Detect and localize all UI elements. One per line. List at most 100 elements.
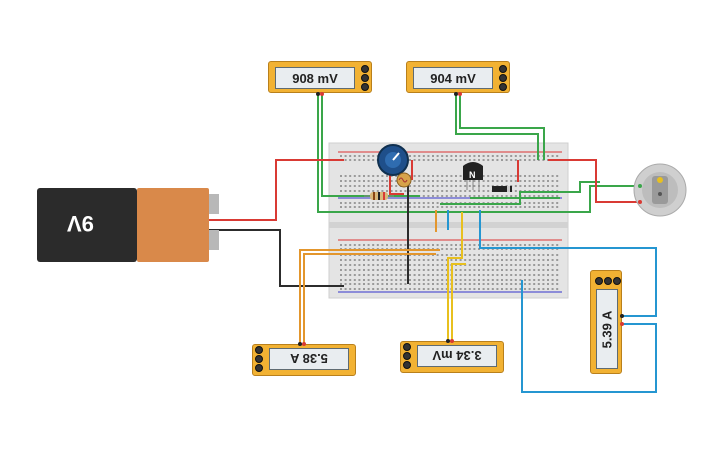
breadboard-hole: [473, 279, 476, 281]
breadboard-hole: [353, 185, 356, 187]
transistor-icon[interactable]: N: [463, 162, 483, 190]
multimeter-right[interactable]: 5.39 A: [590, 270, 622, 374]
breadboard-hole: [542, 254, 545, 256]
orange-wires[interactable]: [299, 210, 440, 346]
breadboard-hole: [505, 155, 508, 157]
breadboard-hole: [551, 288, 554, 290]
breadboard-hole: [372, 283, 375, 285]
breadboard-hole: [427, 288, 430, 290]
breadboard-hole: [399, 202, 402, 204]
breadboard-hole: [372, 180, 375, 182]
breadboard-hole: [464, 185, 467, 187]
breadboard-hole: [464, 180, 467, 182]
breadboard-hole: [482, 274, 485, 276]
breadboard-hole: [533, 202, 536, 204]
breadboard-hole: [413, 288, 416, 290]
breadboard-hole: [505, 259, 508, 261]
breadboard-hole: [367, 190, 370, 192]
breadboard-hole: [409, 185, 411, 187]
diode-icon[interactable]: [492, 186, 512, 192]
breadboard-hole: [491, 244, 494, 246]
breadboard-hole: [399, 269, 402, 271]
breadboard-hole: [422, 159, 425, 161]
meter-knob-icon: [499, 65, 507, 73]
breadboard-hole: [349, 159, 352, 161]
breadboard-hole: [432, 180, 434, 182]
breadboard-hole: [487, 264, 490, 266]
breadboard-hole: [409, 264, 411, 266]
battery-9v[interactable]: 9V: [37, 188, 219, 262]
breadboard-hole: [514, 175, 517, 177]
breadboard-hole: [459, 155, 462, 157]
breadboard-hole: [413, 274, 416, 276]
breadboard-hole: [340, 264, 342, 266]
breadboard-hole: [510, 175, 513, 177]
multimeter-bottom-mid[interactable]: 3.34 mV: [400, 341, 504, 373]
breadboard-hole: [491, 283, 494, 285]
breadboard-hole: [381, 190, 384, 192]
breadboard-hole: [422, 269, 425, 271]
breadboard-hole: [455, 159, 457, 161]
resistor-icon[interactable]: [364, 192, 394, 200]
breadboard-hole: [487, 159, 490, 161]
breadboard-hole: [432, 195, 434, 197]
breadboard-hole: [376, 202, 379, 204]
breadboard-hole: [468, 244, 471, 246]
breadboard-hole: [395, 264, 398, 266]
breadboard-hole: [349, 175, 352, 177]
multimeter-bottom-left[interactable]: 5.38 A: [252, 344, 356, 376]
potentiometer-icon[interactable]: [377, 144, 409, 176]
breadboard-hole: [455, 283, 457, 285]
breadboard-hole: [344, 244, 347, 246]
meter-knob-icon: [403, 361, 411, 369]
breadboard-hole: [464, 259, 467, 261]
breadboard-hole: [487, 254, 490, 256]
breadboard-hole: [409, 244, 411, 246]
multimeter-top-left[interactable]: 908 mV: [268, 61, 372, 93]
breadboard-hole: [464, 195, 467, 197]
breadboard-hole: [358, 283, 361, 285]
breadboard-hole: [372, 274, 375, 276]
breadboard-hole: [505, 269, 508, 271]
breadboard-hole: [450, 180, 453, 182]
breadboard-hole: [399, 206, 402, 208]
breadboard-hole: [386, 283, 388, 285]
breadboard-hole: [432, 185, 434, 187]
breadboard-hole: [363, 259, 365, 261]
breadboard-hole: [533, 274, 536, 276]
breadboard-hole: [514, 185, 517, 187]
breadboard-hole: [528, 206, 531, 208]
dc-motor-icon[interactable]: [633, 163, 687, 217]
yellow-wires[interactable]: [447, 212, 466, 342]
breadboard-hole: [390, 202, 393, 204]
battery-body: [37, 188, 137, 262]
breadboard-hole: [510, 288, 513, 290]
breadboard-hole: [551, 206, 554, 208]
breadboard-hole: [533, 279, 536, 281]
breadboard-hole: [349, 274, 352, 276]
breadboard-hole: [349, 259, 352, 261]
photoresistor-icon[interactable]: [396, 172, 412, 188]
blue-wires[interactable]: [447, 210, 657, 393]
breadboard-hole: [542, 195, 545, 197]
breadboard-hole: [537, 202, 540, 204]
breadboard-hole: [505, 274, 508, 276]
multimeter-top-right[interactable]: 904 mV: [406, 61, 510, 93]
breadboard-hole: [455, 206, 457, 208]
breadboard-hole: [445, 274, 448, 276]
breadboard-hole: [537, 254, 540, 256]
breadboard-hole: [501, 254, 503, 256]
breadboard-hole: [478, 155, 480, 157]
breadboard-hole: [441, 195, 444, 197]
breadboard-hole: [344, 279, 347, 281]
breadboard-hole: [358, 288, 361, 290]
black-wires[interactable]: [200, 178, 409, 287]
breadboard-hole: [436, 195, 439, 197]
breadboard-hole: [459, 175, 462, 177]
breadboard-hole: [528, 185, 531, 187]
meter-knob-icon: [613, 277, 621, 285]
breadboard-hole: [450, 206, 453, 208]
breadboard-hole: [528, 159, 531, 161]
breadboard-hole: [436, 283, 439, 285]
breadboard-hole: [432, 288, 434, 290]
